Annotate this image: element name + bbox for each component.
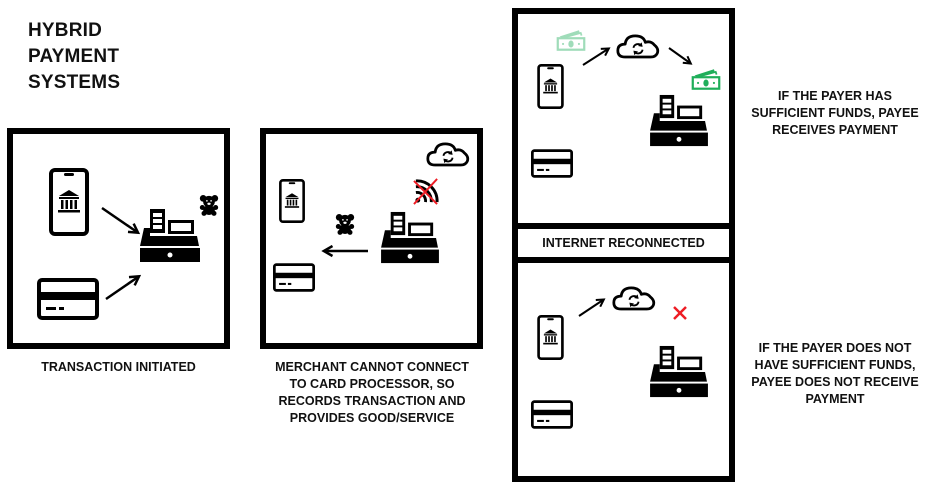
caption-sufficient-funds: IF THE PAYER HAS SUFFICIENT FUNDS, PAYEE… — [745, 88, 925, 139]
divider-top — [512, 223, 735, 229]
caption-line: RECEIVES PAYMENT — [772, 123, 898, 137]
title-line: HYBRID — [28, 20, 103, 41]
caption-line: PAYMENT — [805, 392, 865, 406]
caption-insufficient-funds: IF THE PAYER DOES NOT HAVE SUFFICIENT FU… — [745, 340, 925, 408]
caption-line: RECORDS TRANSACTION AND — [278, 394, 466, 408]
internet-reconnected-label: INTERNET RECONNECTED — [518, 229, 729, 257]
caption-offline-recording: MERCHANT CANNOT CONNECT TO CARD PROCESSO… — [252, 359, 492, 427]
diagram-title: HYBRID PAYMENT SYSTEMS — [28, 18, 120, 96]
title-line: PAYMENT — [28, 46, 120, 67]
caption-line: PROVIDES GOOD/SERVICE — [289, 411, 455, 425]
caption-line: TRANSACTION INITIATED — [41, 360, 196, 374]
title-line: SYSTEMS — [28, 72, 121, 93]
caption-line: MERCHANT CANNOT CONNECT — [275, 360, 469, 374]
caption-line: PAYEE DOES NOT RECEIVE — [751, 375, 919, 389]
divider-bottom — [512, 257, 735, 263]
x-mark-icon — [673, 306, 687, 320]
caption-transaction-initiated: TRANSACTION INITIATED — [7, 359, 230, 376]
caption-line: IF THE PAYER HAS — [778, 89, 892, 103]
caption-line: SUFFICIENT FUNDS, PAYEE — [751, 106, 919, 120]
caption-line: IF THE PAYER DOES NOT — [758, 341, 912, 355]
caption-line: TO CARD PROCESSOR, SO — [289, 377, 455, 391]
caption-line: HAVE SUFFICIENT FUNDS, — [754, 358, 916, 372]
